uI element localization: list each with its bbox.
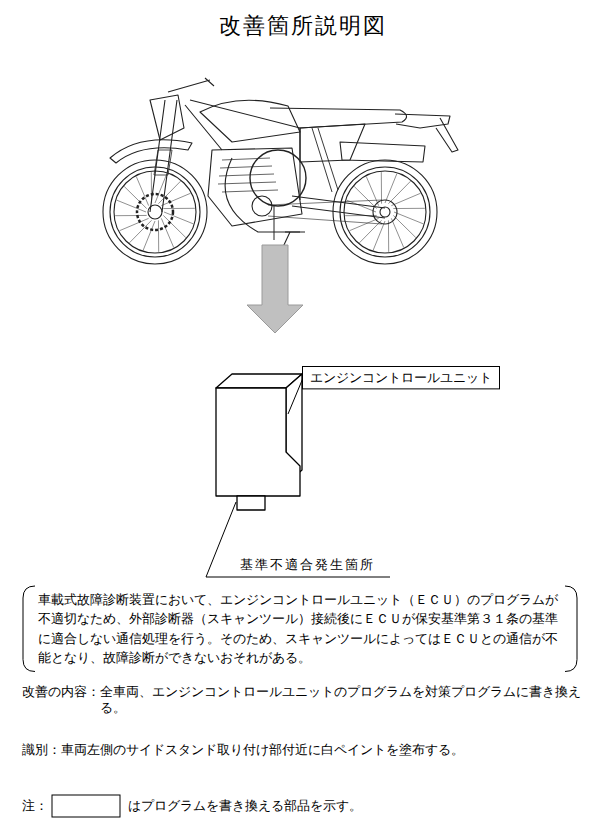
spoke	[393, 208, 425, 209]
spoke	[161, 193, 190, 205]
note-bracket-box: 車載式故障診断装置において、エンジンコントロールユニット（ＥＣＵ）のプログラムが…	[22, 585, 578, 673]
down-arrow	[247, 245, 303, 333]
spoke	[366, 177, 378, 206]
spoke	[120, 218, 149, 230]
spoke	[381, 172, 382, 204]
box-border	[303, 367, 500, 389]
node-text: 車載式故障診断装置において、エンジンコントロールユニット（ＥＣＵ）のプログラムが…	[38, 590, 562, 668]
spoke	[158, 220, 159, 252]
note-text: はプログラムを書き換える部品を示す。	[128, 798, 362, 814]
spoke	[391, 218, 403, 247]
spoke	[391, 193, 420, 205]
sample-box	[52, 795, 120, 817]
spoke	[388, 181, 410, 203]
spoke	[163, 215, 185, 237]
ecu-unit	[216, 374, 302, 510]
note-label: 注：	[22, 798, 48, 814]
label-box: エンジンコントロールユニット	[302, 366, 500, 389]
spoke	[394, 212, 423, 224]
title: 改善箇所説明図	[219, 12, 387, 41]
leader-line	[206, 502, 390, 577]
spoke	[117, 200, 146, 212]
spoke	[158, 181, 180, 203]
spoke	[350, 218, 379, 230]
spoke	[393, 215, 415, 237]
spoke	[161, 218, 173, 247]
spoke	[385, 174, 397, 203]
spoke	[163, 208, 195, 209]
bracket-outline	[23, 586, 577, 672]
spoke	[143, 221, 155, 250]
node-text: エンジンコントロールユニット	[310, 368, 492, 387]
spoke	[124, 186, 146, 208]
body-text: 識別：車両左側のサイドスタンド取り付け部付近に白ペイントを塗布する。	[22, 742, 464, 758]
spoke	[136, 177, 148, 206]
leader-line	[288, 378, 303, 414]
spoke	[115, 215, 147, 216]
motorcycle-drawing	[103, 78, 458, 264]
spoke	[164, 212, 193, 224]
spoke	[388, 220, 389, 252]
spoke	[373, 221, 385, 250]
callout-label: 基準不適合発生箇所	[240, 557, 375, 573]
body-text: 全車両、エンジンコントロールユニットのプログラムを対策プログラムに書き換える。	[100, 684, 585, 717]
heading-label: 改善の内容：	[22, 684, 100, 700]
spoke	[129, 220, 151, 242]
